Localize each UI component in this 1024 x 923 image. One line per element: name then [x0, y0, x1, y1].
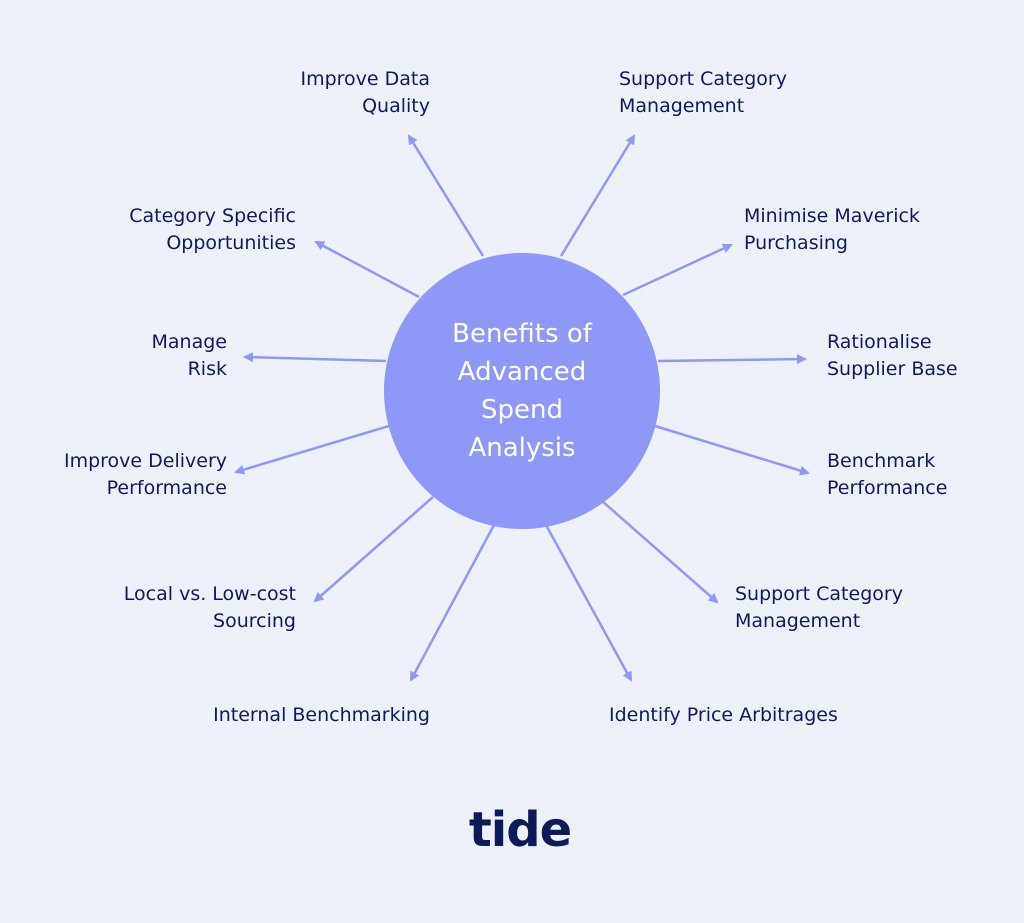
label-line: Management: [735, 610, 861, 632]
label-line: Manage: [151, 331, 227, 353]
arrow-improve-data-quality: [407, 134, 485, 257]
label-line: Improve Delivery: [63, 450, 227, 472]
label-line: Supplier Base: [827, 358, 958, 380]
arrow-category-specific-opportunities: [314, 240, 420, 299]
label-line: Rationalise: [827, 331, 932, 353]
label-benchmark-performance: Benchmark Performance: [827, 448, 947, 502]
arrow-support-category-management-bottom: [601, 500, 719, 604]
arrow-local-vs-low-cost-sourcing: [313, 496, 434, 603]
label-line: Identify Price Arbitrages: [609, 704, 838, 726]
center-title: Benefits of Advanced Spend Analysis: [452, 315, 592, 467]
arrow-support-category-management-top: [559, 134, 636, 257]
center-title-line: Analysis: [468, 433, 576, 463]
label-minimise-maverick-purchasing: Minimise Maverick Purchasing: [744, 203, 920, 257]
label-improve-data-quality: Improve Data Quality: [300, 66, 430, 120]
label-line: Sourcing: [213, 610, 296, 632]
arrow-rationalise-supplier-base: [657, 354, 807, 365]
label-line: Purchasing: [744, 232, 848, 254]
tide-logo: tide: [468, 802, 572, 858]
arrow-identify-price-arbitrages: [544, 524, 633, 682]
arrow-minimise-maverick-purchasing: [622, 243, 733, 297]
center-title-line: Advanced: [457, 357, 587, 387]
label-line: Support Category: [619, 68, 787, 90]
label-local-vs-low-cost-sourcing: Local vs. Low-cost Sourcing: [124, 581, 296, 635]
label-internal-benchmarking: Internal Benchmarking: [213, 702, 430, 729]
label-line: Management: [619, 95, 745, 117]
arrow-improve-delivery-performance: [234, 424, 390, 475]
label-category-specific-opportunities: Category Specific Opportunities: [129, 203, 296, 257]
label-line: Local vs. Low-cost: [123, 583, 296, 605]
arrow-manage-risk: [243, 352, 387, 363]
label-line: Risk: [187, 358, 227, 380]
label-line: Category Specific: [129, 205, 296, 227]
label-line: Performance: [827, 477, 948, 499]
label-line: Benchmark: [827, 450, 936, 472]
label-line: Quality: [362, 95, 430, 117]
label-identify-price-arbitrages: Identify Price Arbitrages: [609, 702, 838, 729]
label-line: Opportunities: [166, 232, 296, 254]
center-title-line: Spend: [481, 395, 563, 425]
label-line: Internal Benchmarking: [213, 704, 430, 726]
label-line: Minimise Maverick: [744, 205, 920, 227]
arrow-internal-benchmarking: [409, 524, 496, 682]
label-support-category-management-bottom: Support Category Management: [735, 581, 903, 635]
label-improve-delivery-performance: Improve Delivery Performance: [64, 448, 227, 502]
label-rationalise-supplier-base: Rationalise Supplier Base: [827, 329, 958, 383]
arrow-benchmark-performance: [654, 424, 810, 476]
label-line: Improve Data: [300, 68, 430, 90]
label-support-category-management-top: Support Category Management: [619, 66, 787, 120]
label-line: Support Category: [735, 583, 903, 605]
label-line: Performance: [106, 477, 227, 499]
center-title-line: Benefits of: [452, 319, 592, 349]
label-manage-risk: Manage Risk: [152, 329, 227, 383]
center-circle: Benefits of Advanced Spend Analysis: [384, 253, 660, 529]
